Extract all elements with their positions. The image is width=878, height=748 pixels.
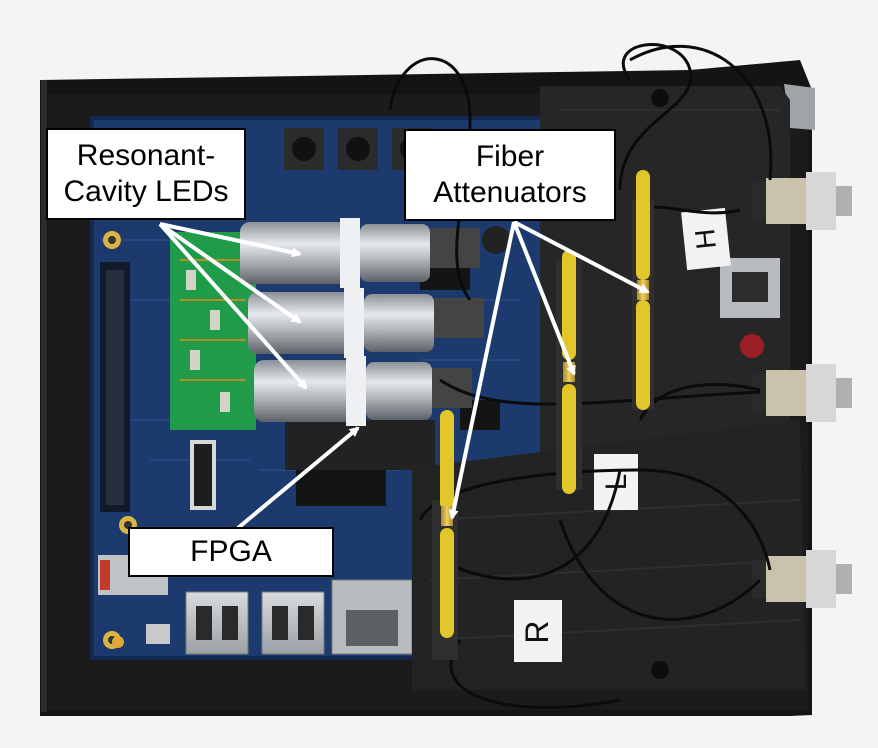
fiber-attenuators-label: Fiber Attenuators: [404, 129, 616, 221]
fiber-label-line2: Attenuators: [433, 176, 587, 209]
attenuator-2: [556, 250, 582, 494]
led-module-3: [254, 356, 472, 426]
tag-r-text: R: [519, 620, 555, 643]
fiber-label-line1: Fiber: [475, 140, 545, 173]
tag-h-text: H: [689, 227, 722, 250]
tag-r: [514, 600, 562, 662]
enclosure-tape: [784, 84, 815, 130]
usb-ports: [185, 591, 325, 655]
tag-h: [681, 207, 731, 271]
arrow-fpga: [236, 426, 360, 530]
arrow-att-2: [512, 221, 576, 376]
fiber-attenuators: [432, 170, 654, 660]
arrow-led-2: [158, 222, 302, 324]
fpga-label: FPGA: [128, 527, 334, 577]
resonant-label-line1: Resonant-: [76, 139, 216, 172]
fiber-bulkheads: [752, 172, 852, 608]
fpga-chip: [285, 420, 435, 470]
ic-chip: [296, 470, 386, 506]
resonant-label-line2: Cavity LEDs: [63, 175, 229, 208]
attenuator-1: [632, 170, 654, 410]
arrow-led-1: [159, 222, 302, 258]
attenuator-fixture: H L R: [412, 86, 806, 690]
arrow-att-3: [448, 221, 516, 520]
arrow-att-1: [513, 220, 650, 294]
attenuator-3: [432, 410, 458, 660]
fpga-label-text: FPGA: [190, 535, 272, 568]
arrow-led-3: [158, 222, 308, 390]
resonant-cavity-leds-label: Resonant- Cavity LEDs: [46, 128, 246, 220]
callout-arrows: [158, 220, 650, 530]
